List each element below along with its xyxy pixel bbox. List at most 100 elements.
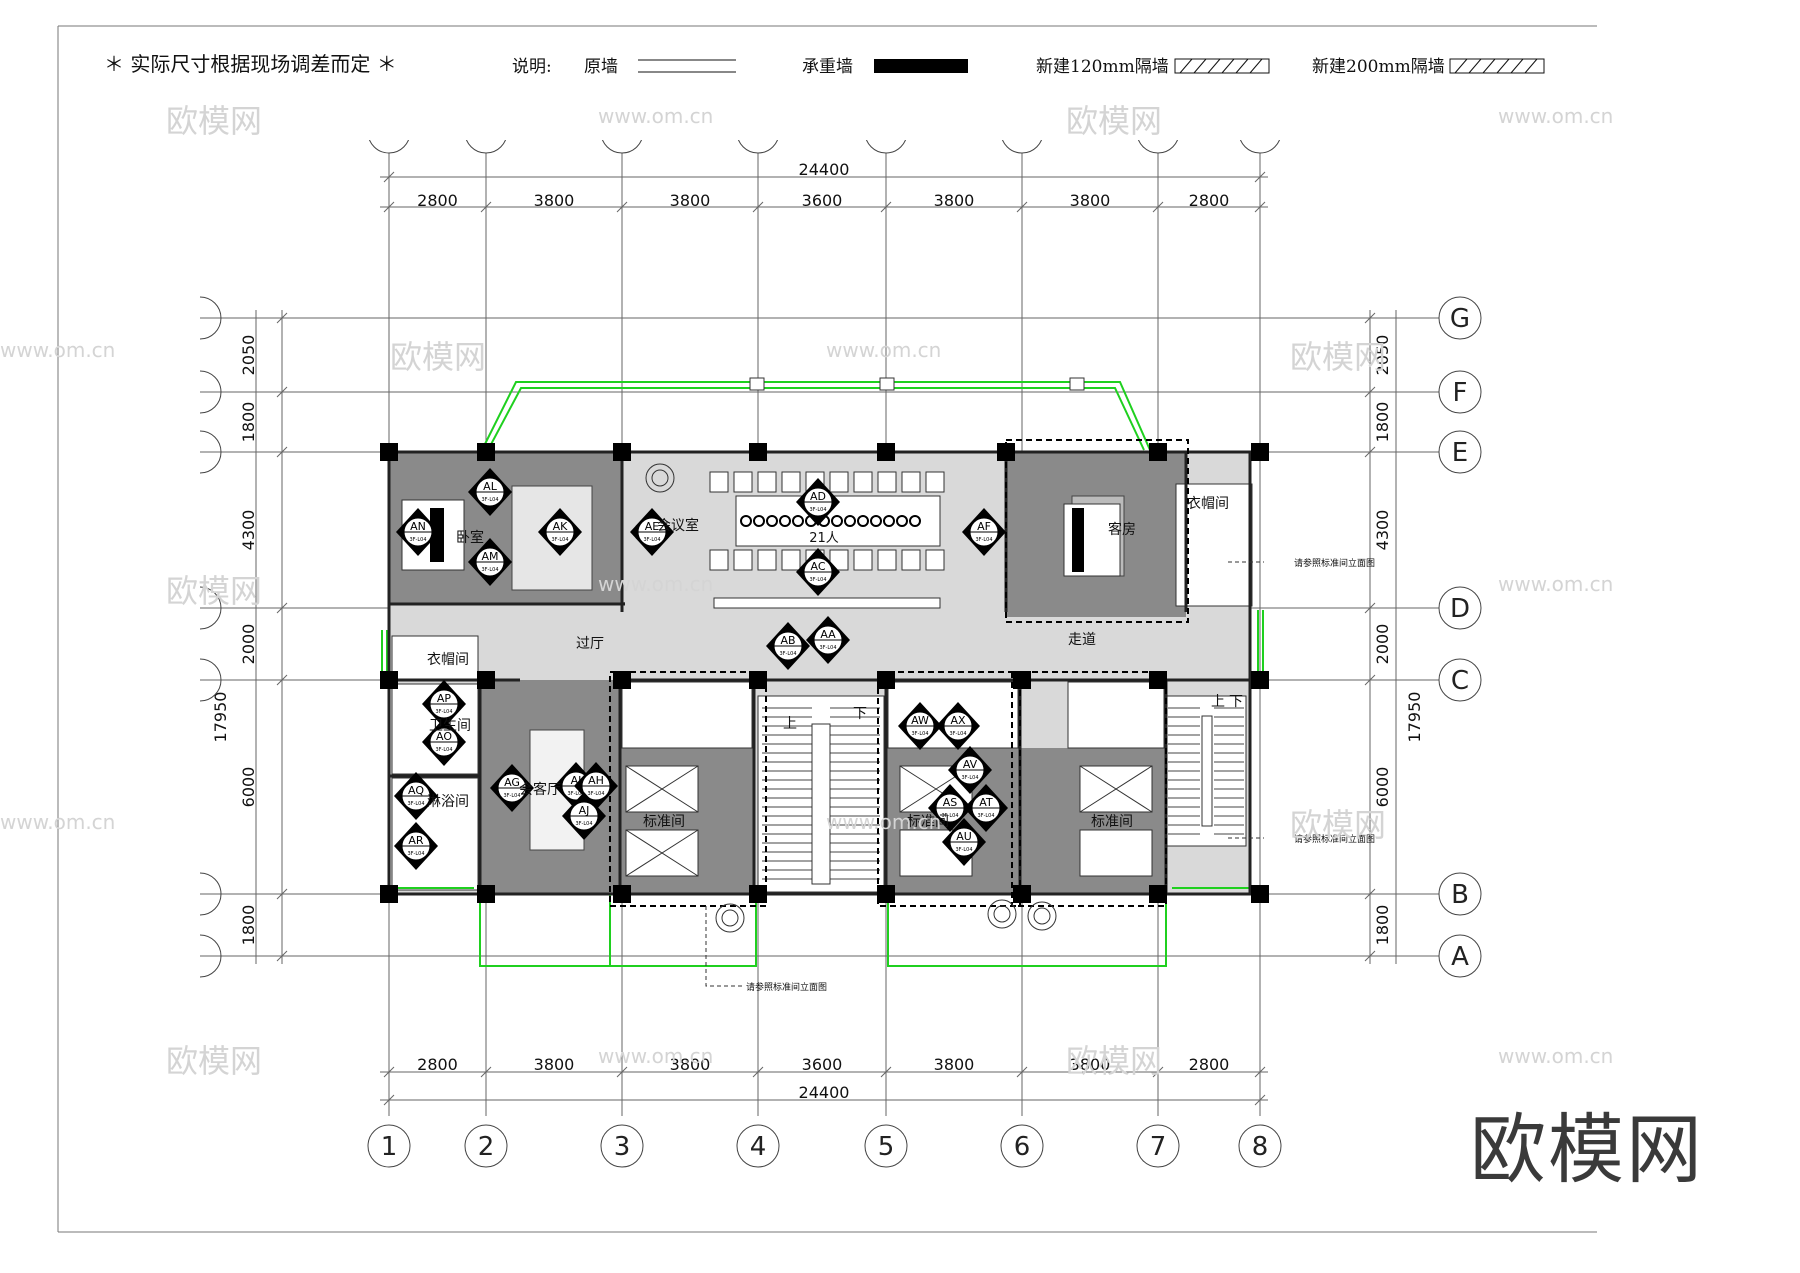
elevation-callout-label: AI [571,774,582,787]
grid-bubble-col [600,1124,644,1168]
watermark: 欧模网 [390,338,487,376]
watermark-url: www.om.cn [826,338,942,362]
elevation-callout-label: AF [977,520,991,533]
dim-top-span: 3800 [934,191,975,210]
structural-column [613,671,631,689]
structural-column [877,443,895,461]
dim-side-span: 1800 [1373,905,1392,946]
dim-bottom-span: 2800 [417,1055,458,1074]
load-bearing-columns [380,443,1269,903]
note-ref-elevation: 请参照标准间立面图 [746,981,827,993]
dim-top-span: 3600 [802,191,843,210]
grid-label-row: E [1452,438,1468,468]
structural-column [380,671,398,689]
elevation-callout-sub: 3F-L04 [809,507,826,513]
meeting-chair [901,471,921,493]
note-ref-elevation: 请参照标准间立面图 [1294,833,1375,845]
watermark-url: www.om.cn [598,104,714,128]
room-label: 21人 [809,531,839,546]
elevation-callout-sub: 3F-L04 [407,801,424,807]
elevation-callout-label: AJ [579,804,590,817]
elevation-callout-label: AB [780,634,795,647]
table-light [779,515,791,527]
structural-column [749,443,767,461]
grid-bubble-row [1438,872,1482,916]
elevation-callout-label: AX [950,714,966,727]
meeting-chair [925,549,945,571]
structural-column [613,443,631,461]
table-light [883,515,895,527]
room-label: 过厅 [576,636,604,652]
structural-column [877,885,895,903]
dim-side-span: 6000 [239,767,258,808]
watermark-url: www.om.cn [1498,104,1614,128]
elevation-callout-label: AM [481,550,498,563]
room-label: 标准间 [907,814,949,830]
elevation-callout-sub: 3F-L04 [435,709,452,715]
watermark-url: www.om.cn [1498,572,1614,596]
room-label: 标准间 [643,814,685,830]
grid-label-col: 5 [878,1132,895,1162]
grid-label-row: F [1453,378,1468,408]
structural-column [1013,671,1031,689]
elevation-callout-label: AL [483,480,498,493]
room-label: 卧室 [456,529,484,546]
structural-column [477,443,495,461]
grid-bubble-row [1438,430,1482,474]
room-label: 会议室 [657,517,699,534]
table-light [896,515,908,527]
meeting-chair [709,549,729,571]
structural-column [477,885,495,903]
elevation-callout-sub: 3F-L04 [575,821,592,827]
grid-label-col: 1 [381,1132,398,1162]
table-light [857,515,869,527]
dim-bottom-span: 3800 [1070,1055,1111,1074]
structural-column [1149,443,1167,461]
table-light [740,515,752,527]
table-light [766,515,778,527]
elevation-callout-sub: 3F-L04 [949,731,966,737]
meeting-chair [853,549,873,571]
watermark: 欧模网 [166,572,263,610]
dim-side-span: 2000 [239,624,258,665]
dim-bottom-span: 3600 [802,1055,843,1074]
meeting-chair [733,549,753,571]
watermark-url: www.om.cn [826,810,942,834]
grid-label-col: 2 [478,1132,495,1162]
structural-column [997,443,1015,461]
structural-column [1013,885,1031,903]
grid-bubble-row [1438,296,1482,340]
site-logo: 欧模网 [1470,1105,1704,1194]
grid-label-row: G [1450,304,1470,334]
elevation-callout-sub: 3F-L04 [941,813,958,819]
watermark-url: www.om.cn [598,572,714,596]
elevation-callout-sub: 3F-L04 [503,793,520,799]
structural-column [1149,885,1167,903]
structural-column [380,443,398,461]
meeting-chair [757,549,777,571]
grid-bubble-row-left [199,934,222,978]
elevation-callout-label: AH [588,774,604,787]
dim-side-span: 1800 [239,905,258,946]
meeting-chair [781,471,801,493]
dim-top-span: 3800 [534,191,575,210]
elevation-callout-sub: 3F-L04 [975,537,992,543]
grid-bubble-row-left [199,370,222,414]
dim-bottom-span: 3800 [934,1055,975,1074]
elevation-callout-sub: 3F-L04 [435,747,452,753]
elevation-callout-sub: 3F-L04 [481,497,498,503]
dim-side-total: 17950 [211,692,230,743]
elevation-callout-sub: 3F-L04 [567,791,584,797]
elevation-callout-label: AV [963,758,978,771]
grid-label-col: 4 [750,1132,767,1162]
dim-side-span: 2000 [1373,624,1392,665]
grid-bubble-row-left [199,296,222,340]
meeting-chair [925,471,945,493]
room-label: 上 [783,716,797,732]
structural-column [749,671,767,689]
elevation-callout-sub: 3F-L04 [819,645,836,651]
grid-label-row: B [1451,880,1469,910]
walls [387,450,1252,896]
meeting-chair [829,471,849,493]
grid-bubble-col [736,1124,780,1168]
